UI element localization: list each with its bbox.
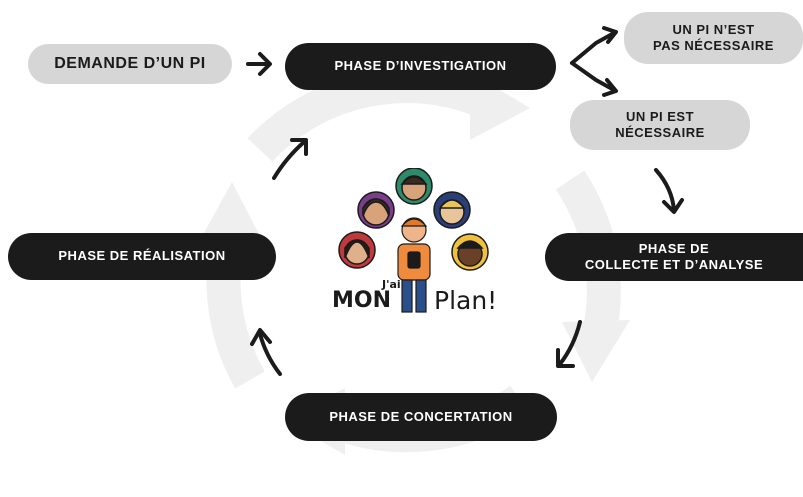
- central-person: [397, 217, 431, 313]
- logo-small-text: J'ai: [382, 278, 401, 291]
- investigation-label: PHASE D’INVESTIGATION: [334, 58, 507, 74]
- jai-mon-plan-logo: J'ai MON Plan!: [330, 167, 510, 318]
- request-node: DEMANDE D’UN PI: [28, 44, 232, 84]
- avatar: [357, 191, 395, 229]
- realisation-phase-node: PHASE DE RÉALISATION: [8, 233, 276, 280]
- collection-phase-node: PHASE DE COLLECTE ET D’ANALYSE: [545, 233, 803, 281]
- avatar: [451, 233, 489, 271]
- needed-label: UN PI EST NÉCESSAIRE: [615, 108, 705, 140]
- not-needed-label: UN PI N’EST PAS NÉCESSAIRE: [653, 21, 774, 53]
- needed-node: UN PI EST NÉCESSAIRE: [570, 100, 750, 150]
- logo-right-text: Plan!: [434, 286, 498, 315]
- request-label: DEMANDE D’UN PI: [54, 55, 206, 72]
- investigation-phase-node: PHASE D’INVESTIGATION: [285, 43, 556, 90]
- realisation-label: PHASE DE RÉALISATION: [58, 248, 226, 264]
- consultation-phase-node: PHASE DE CONCERTATION: [285, 393, 557, 441]
- consultation-label: PHASE DE CONCERTATION: [329, 408, 513, 424]
- people-illustration: [338, 167, 489, 313]
- not-needed-node: UN PI N’EST PAS NÉCESSAIRE: [624, 12, 803, 64]
- logo-left-text: MON: [332, 288, 392, 313]
- collection-label: PHASE DE COLLECTE ET D’ANALYSE: [584, 240, 764, 272]
- avatar: [395, 167, 433, 205]
- avatar: [338, 231, 376, 269]
- avatar: [433, 191, 471, 229]
